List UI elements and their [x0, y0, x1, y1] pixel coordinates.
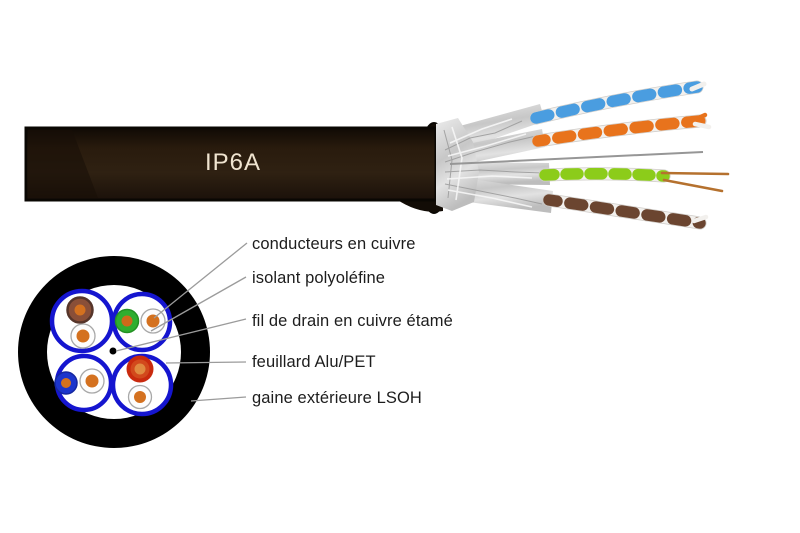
- cross-section-pair-top-left: [49, 288, 115, 354]
- cable-illustration: IP6A: [24, 80, 730, 230]
- twisted-pair-brown: [542, 193, 709, 230]
- leader-line-conductors: [153, 242, 248, 319]
- foil-highlights: [446, 118, 533, 208]
- bare-copper-wire-upper: [660, 171, 730, 176]
- leader-line-drain-wire: [115, 318, 247, 352]
- cross-section-pair-bottom-left: [54, 353, 114, 413]
- bare-copper-wire-lower: [662, 178, 724, 193]
- orange-pair-white-tip: [692, 121, 712, 130]
- drain-wire: [449, 151, 704, 165]
- brown-pair-white-tip: [691, 214, 709, 224]
- callout-leader-lines: [115, 242, 248, 402]
- twisted-pair-blue: [529, 80, 707, 125]
- leader-line-insulation: [150, 276, 247, 332]
- blue-pair-white-tip: [689, 81, 707, 92]
- orange-pair-orange-tip: [691, 112, 708, 123]
- cross-section-pair-bottom-right: [110, 353, 174, 417]
- cross-section-pair-top-right: [111, 291, 173, 353]
- leader-line-foil-tape: [165, 361, 247, 364]
- cross-section-drain-dot: [109, 347, 117, 355]
- jacket-shading: [28, 130, 98, 198]
- leader-line-outer-sheath: [190, 396, 247, 402]
- twisted-pair-orange: [531, 112, 712, 148]
- cable-jacket: [24, 126, 438, 202]
- cable-name-label: IP6A: [205, 149, 261, 176]
- twisted-pair-green: [538, 167, 730, 193]
- cable-cross-section: [18, 256, 210, 448]
